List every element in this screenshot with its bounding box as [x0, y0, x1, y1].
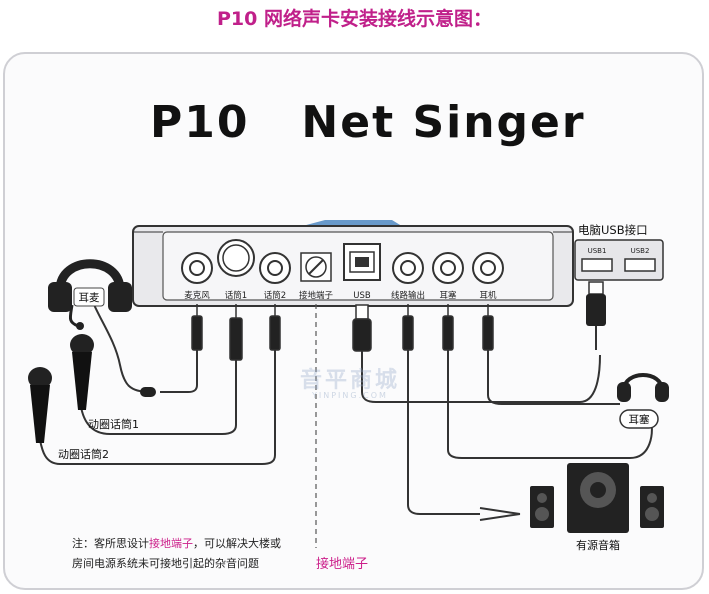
earbuds-icon	[617, 373, 669, 429]
earbuds-label: 耳塞	[629, 413, 650, 426]
plug-mic	[191, 304, 203, 351]
headset-icon	[48, 259, 132, 330]
cable-mic1	[79, 360, 237, 435]
speakers-label: 有源音箱	[576, 538, 620, 552]
port-mic1	[217, 239, 255, 277]
port-lineout	[392, 252, 424, 284]
cable-usb	[361, 351, 601, 403]
port-usb	[343, 243, 381, 281]
port-label-lineout: 线路输出	[391, 290, 425, 301]
note-line-1: 注：客所思设计接地端子，可以解决大楼或	[72, 534, 281, 554]
usb1-label: USB1	[588, 247, 607, 255]
watermark: 音平商城	[300, 368, 401, 393]
plug-mic2	[269, 304, 281, 351]
port-label-mic: 麦克风	[184, 290, 210, 301]
product-title: P10 Net Singer	[150, 97, 586, 148]
mic2-icon	[28, 367, 52, 443]
cable-headset	[91, 299, 151, 393]
note: 注：客所思设计接地端子，可以解决大楼或 房间电源系统未可接地引起的杂音问题	[72, 534, 281, 574]
mic1-label: 动圈话筒1	[88, 417, 139, 431]
cables	[39, 299, 653, 515]
cable-mic2	[39, 350, 276, 465]
cable-headset-mic	[160, 350, 198, 393]
usb-plug-icon	[586, 281, 606, 326]
port-label-usb: USB	[353, 291, 371, 301]
computer-usb-title: 电脑USB接口	[578, 223, 648, 237]
plug-mic1	[229, 304, 243, 361]
computer-usb-panel	[574, 239, 664, 281]
mic2-label: 动圈话筒2	[58, 447, 109, 461]
port-headphone	[472, 252, 504, 284]
speakers-icon	[479, 463, 664, 533]
port-mic2	[259, 252, 291, 284]
port-label-mic1: 话筒1	[225, 290, 247, 301]
plug-headphone	[482, 304, 494, 351]
headset-label: 耳麦	[79, 292, 100, 304]
cable-earbud	[447, 350, 653, 459]
ground-callout: 接地端子	[316, 557, 369, 572]
cable-lineout	[407, 350, 480, 515]
port-mic	[181, 252, 213, 284]
cable-clip	[140, 387, 156, 397]
note-prefix: 注：客所思设计	[72, 537, 149, 550]
mic1-icon	[70, 334, 94, 410]
plug-lineout	[402, 304, 414, 351]
port-label-earbud: 耳塞	[439, 290, 457, 301]
note-line-2: 房间电源系统未可接地引起的杂音问题	[72, 557, 259, 570]
watermark-sub: YINPING.COM	[312, 391, 388, 400]
plug-earbud	[442, 304, 454, 351]
port-label-headphone: 耳机	[479, 290, 497, 301]
port-earbud	[432, 252, 464, 284]
port-label-ground: 接地端子	[299, 290, 334, 301]
usb2-label: USB2	[631, 247, 650, 255]
port-ground	[300, 252, 332, 282]
page-title: P10 网络声卡安装接线示意图：	[217, 8, 492, 30]
note-highlight: 接地端子	[149, 537, 193, 550]
plug-usb	[352, 304, 372, 352]
port-label-mic2: 话筒2	[264, 290, 286, 301]
note-suffix: ，可以解决大楼或	[193, 537, 281, 550]
